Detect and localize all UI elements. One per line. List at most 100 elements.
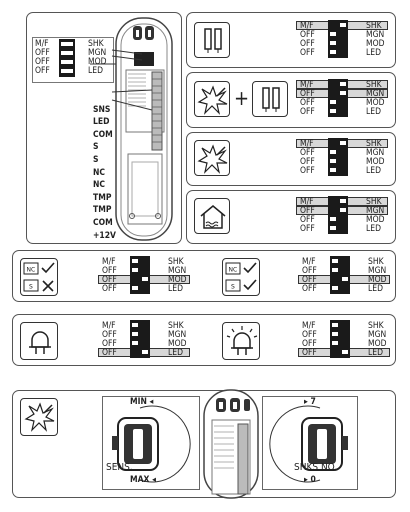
magnet-contact-icon: [194, 22, 230, 58]
row-label: OFF: [300, 89, 315, 99]
dip-toggle[interactable]: [142, 277, 148, 281]
terminal-tmp1: TMP: [93, 192, 112, 203]
dip-toggle[interactable]: [330, 150, 336, 154]
sensitivity-knob[interactable]: [102, 396, 200, 490]
row-label: M/F: [300, 21, 314, 31]
row-label: OFF: [300, 98, 315, 108]
terminal-com2: COM: [93, 217, 113, 228]
function-label: LED: [366, 107, 381, 117]
dip-toggle[interactable]: [340, 141, 346, 145]
row-label: OFF: [300, 30, 315, 40]
dip-toggle[interactable]: [132, 286, 138, 290]
row-label: OFF: [302, 348, 317, 358]
dip-switch[interactable]: [328, 196, 348, 234]
function-label: LED: [168, 348, 183, 358]
legend-led: LED: [88, 66, 103, 76]
dip-toggle[interactable]: [132, 332, 138, 336]
dip-toggle[interactable]: [330, 32, 336, 36]
dip-toggle[interactable]: [342, 277, 348, 281]
dip-toggle[interactable]: [332, 268, 338, 272]
dip-toggle[interactable]: [132, 341, 138, 345]
row-label: OFF: [300, 206, 315, 216]
dip-toggle[interactable]: [132, 268, 138, 272]
function-label: MGN: [366, 148, 385, 158]
row-label: OFF: [102, 266, 117, 276]
dip-toggle[interactable]: [142, 350, 148, 354]
seven-text: 7: [310, 397, 316, 407]
dip-switch[interactable]: [330, 256, 350, 294]
terminal-labels: SNS LED COM S S NC NC TMP TMP COM +12V: [93, 91, 116, 242]
dip-toggle[interactable]: [332, 286, 338, 290]
dip-switch[interactable]: [328, 138, 348, 176]
dip-toggle[interactable]: [330, 226, 336, 230]
row-label: M/F: [300, 197, 314, 207]
function-label: MOD: [368, 275, 387, 285]
shocks-number-knob[interactable]: [262, 396, 358, 490]
dip-toggle[interactable]: [330, 50, 336, 54]
shock-icon-3: [20, 398, 58, 436]
legend-off2: OFF: [35, 57, 50, 67]
legend-mf: M/F: [35, 39, 49, 49]
sens-label: SENS.: [106, 462, 133, 473]
dip-toggle[interactable]: [340, 23, 346, 27]
svg-text:S: S: [231, 284, 235, 291]
terminal-com1: COM: [93, 129, 113, 140]
row-label: OFF: [102, 348, 117, 358]
row-label: OFF: [300, 224, 315, 234]
dip-toggle[interactable]: [332, 332, 338, 336]
dip-toggle[interactable]: [340, 91, 346, 95]
dip-switch[interactable]: [130, 256, 150, 294]
dip-toggle[interactable]: [340, 82, 346, 86]
dip-switch[interactable]: [328, 79, 348, 117]
dip-switch[interactable]: [130, 320, 150, 358]
zero-label: ▸ 0: [304, 475, 316, 485]
function-label: SHK: [366, 197, 382, 207]
svg-text:NC: NC: [229, 267, 238, 274]
dip-toggle[interactable]: [330, 168, 336, 172]
svg-text:S: S: [29, 284, 33, 291]
row-label: M/F: [102, 257, 116, 267]
legend-mgn: MGN: [88, 48, 107, 58]
min-text: MIN: [130, 397, 147, 407]
dip-toggle[interactable]: [132, 259, 138, 263]
dip-toggle[interactable]: [132, 323, 138, 327]
legend-shk: SHK: [88, 39, 104, 49]
dip-toggle[interactable]: [340, 199, 346, 203]
dip-toggle[interactable]: [332, 323, 338, 327]
terminal-12v: +12V: [93, 230, 116, 241]
row-label: OFF: [102, 330, 117, 340]
dip-toggle[interactable]: [342, 350, 348, 354]
home-flood-icon: [194, 198, 230, 234]
function-label: SHK: [168, 321, 184, 331]
function-label: MGN: [168, 266, 187, 276]
dip-toggle[interactable]: [332, 341, 338, 345]
row-label: OFF: [300, 107, 315, 117]
dip-toggle[interactable]: [330, 159, 336, 163]
row-label: OFF: [302, 275, 317, 285]
dip-switch[interactable]: [330, 320, 350, 358]
led-on-icon: [222, 322, 260, 360]
function-label: MGN: [366, 89, 385, 99]
shks-label: SHKS NO.: [294, 462, 338, 473]
function-label: MOD: [168, 339, 187, 349]
terminal-led: LED: [93, 117, 110, 128]
dip-toggle[interactable]: [330, 217, 336, 221]
dip-toggle[interactable]: [330, 41, 336, 45]
dip-switch[interactable]: [328, 20, 348, 58]
row-label: M/F: [302, 321, 316, 331]
nc-s-icon-right: NC S: [222, 258, 260, 296]
function-label: MGN: [368, 266, 387, 276]
dip-toggle[interactable]: [330, 109, 336, 113]
function-label: MGN: [168, 330, 187, 340]
dip-toggle[interactable]: [330, 100, 336, 104]
device-top-view: [203, 389, 259, 499]
row-label: OFF: [302, 330, 317, 340]
function-label: LED: [366, 224, 381, 234]
function-label: MOD: [366, 157, 385, 167]
led-off-icon: [20, 322, 58, 360]
dip-toggle[interactable]: [340, 208, 346, 212]
svg-text:NC: NC: [27, 267, 36, 274]
dip-toggle[interactable]: [332, 259, 338, 263]
function-label: SHK: [366, 139, 382, 149]
zero-text: 0: [310, 475, 316, 485]
